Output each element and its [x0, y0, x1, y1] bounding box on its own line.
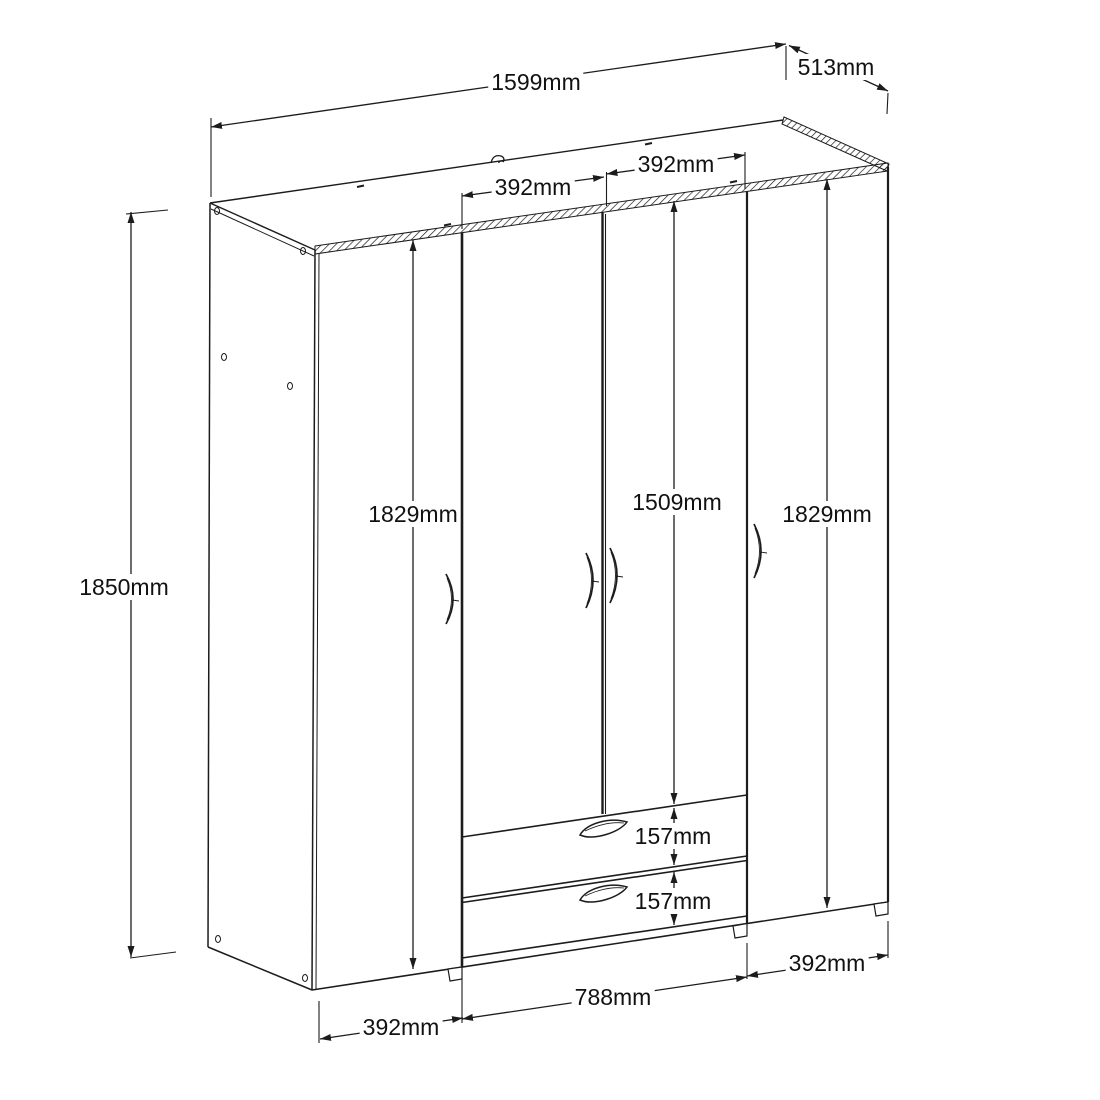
screw-hole [214, 207, 220, 215]
front-left-edge [311, 249, 316, 991]
dim-label-door3-width: 392mm [634, 151, 718, 177]
drawer2-bottom-edge [461, 915, 748, 959]
feet [447, 901, 889, 982]
top-fitting-marks [356, 142, 738, 227]
screw-hole [287, 382, 293, 390]
dim-label-right-door-width: 392mm [785, 950, 869, 976]
side-top-edge [209, 202, 316, 251]
screw-hole [215, 935, 221, 943]
dim-label-right-door-height: 1829mm [779, 501, 875, 527]
door1-handle [445, 573, 460, 625]
side-panel-left [207, 202, 320, 991]
dim-label-top-width: 1599mm [488, 69, 584, 95]
extension-lines [125, 46, 889, 1043]
foot-center-right [732, 922, 748, 939]
dim-label-overall-height: 1850mm [76, 574, 172, 600]
drawer2-handle [578, 884, 629, 903]
screw-hole [221, 353, 227, 361]
extension-line [886, 92, 889, 115]
door4-handle [753, 523, 768, 579]
fitting-mark [356, 184, 365, 188]
dim-label-left-door-width: 392mm [359, 1014, 443, 1040]
back-top-edge [209, 119, 784, 204]
back-left-edge [207, 202, 211, 948]
extension-line [129, 951, 177, 959]
drawer-handles [578, 819, 629, 903]
screw-holes [214, 207, 308, 982]
screw-hole [302, 974, 308, 982]
front-left-edge-inner [315, 252, 320, 991]
hinge-mark [490, 155, 505, 164]
dim-label-depth: 513mm [794, 54, 878, 80]
drawer2-top-edge [461, 859, 748, 904]
dim-label-left-door-height: 1829mm [365, 501, 461, 527]
door-handles [445, 523, 768, 625]
screw-hole [300, 247, 306, 255]
right-top-edge-band [781, 116, 890, 172]
fitting-mark [644, 142, 653, 146]
door3-handle [609, 547, 624, 604]
extension-line [125, 209, 169, 215]
side-top-edge-inner [210, 208, 315, 257]
dim-label-door2-width: 392mm [491, 174, 575, 200]
drawer1-handle [578, 819, 629, 838]
foot-right [873, 901, 889, 917]
dim-label-drawer-section-width: 788mm [571, 984, 655, 1010]
drawer-stack [461, 794, 748, 959]
door-boundaries [460, 191, 749, 967]
front-bottom-edge [311, 901, 889, 991]
fitting-mark [443, 223, 452, 227]
drawer1-bottom-edge [461, 855, 748, 899]
wardrobe-body [207, 116, 890, 991]
dim-label-top-drawer-height: 157mm [631, 823, 715, 849]
door2-handle [585, 552, 600, 609]
side-bottom-edge [207, 946, 313, 991]
fitting-mark [729, 180, 738, 184]
drawer1-top-edge [461, 794, 748, 838]
dim-label-middle-doors-height: 1509mm [629, 489, 725, 515]
dim-label-bottom-drawer-height: 157mm [631, 888, 715, 914]
foot-center-left [447, 966, 463, 982]
